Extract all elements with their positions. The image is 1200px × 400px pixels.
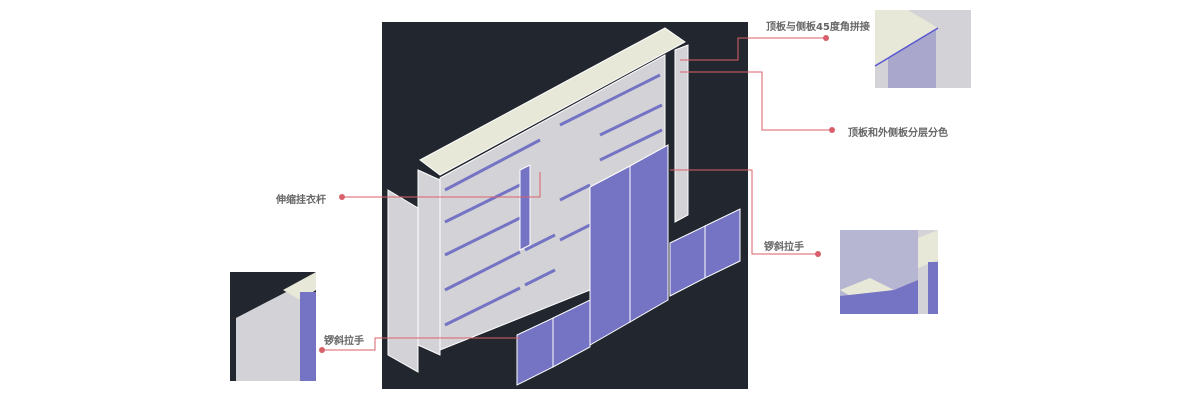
detail-inset-top <box>874 10 971 88</box>
low-door-left-2 <box>552 299 591 368</box>
shelves <box>444 73 663 327</box>
detail-inset-right <box>840 230 938 314</box>
callout-hanging-rod: 伸缩挂衣杆 <box>276 195 326 206</box>
detail-inset-left <box>230 272 316 381</box>
callout-layered-color: 顶板和外侧板分层分色 <box>848 128 948 139</box>
callout-bevel-handle-left: 锣斜拉手 <box>324 336 364 347</box>
low-door-right-2 <box>704 208 741 279</box>
left-outer-side-panel <box>387 189 419 373</box>
cabinet <box>387 27 741 386</box>
callout-lines <box>322 37 832 351</box>
callout-dots <box>319 35 835 353</box>
callout-miter-joint: 顶板与侧板45度角拼接 <box>766 22 870 33</box>
right-side-panel <box>674 44 689 223</box>
tall-door-right <box>629 144 669 323</box>
callout-bevel-handle-right: 锣斜拉手 <box>764 242 804 253</box>
top-board <box>419 27 686 176</box>
tall-door-left <box>589 165 631 346</box>
wardrobe-divider <box>519 164 531 251</box>
left-side-panel <box>417 169 441 356</box>
